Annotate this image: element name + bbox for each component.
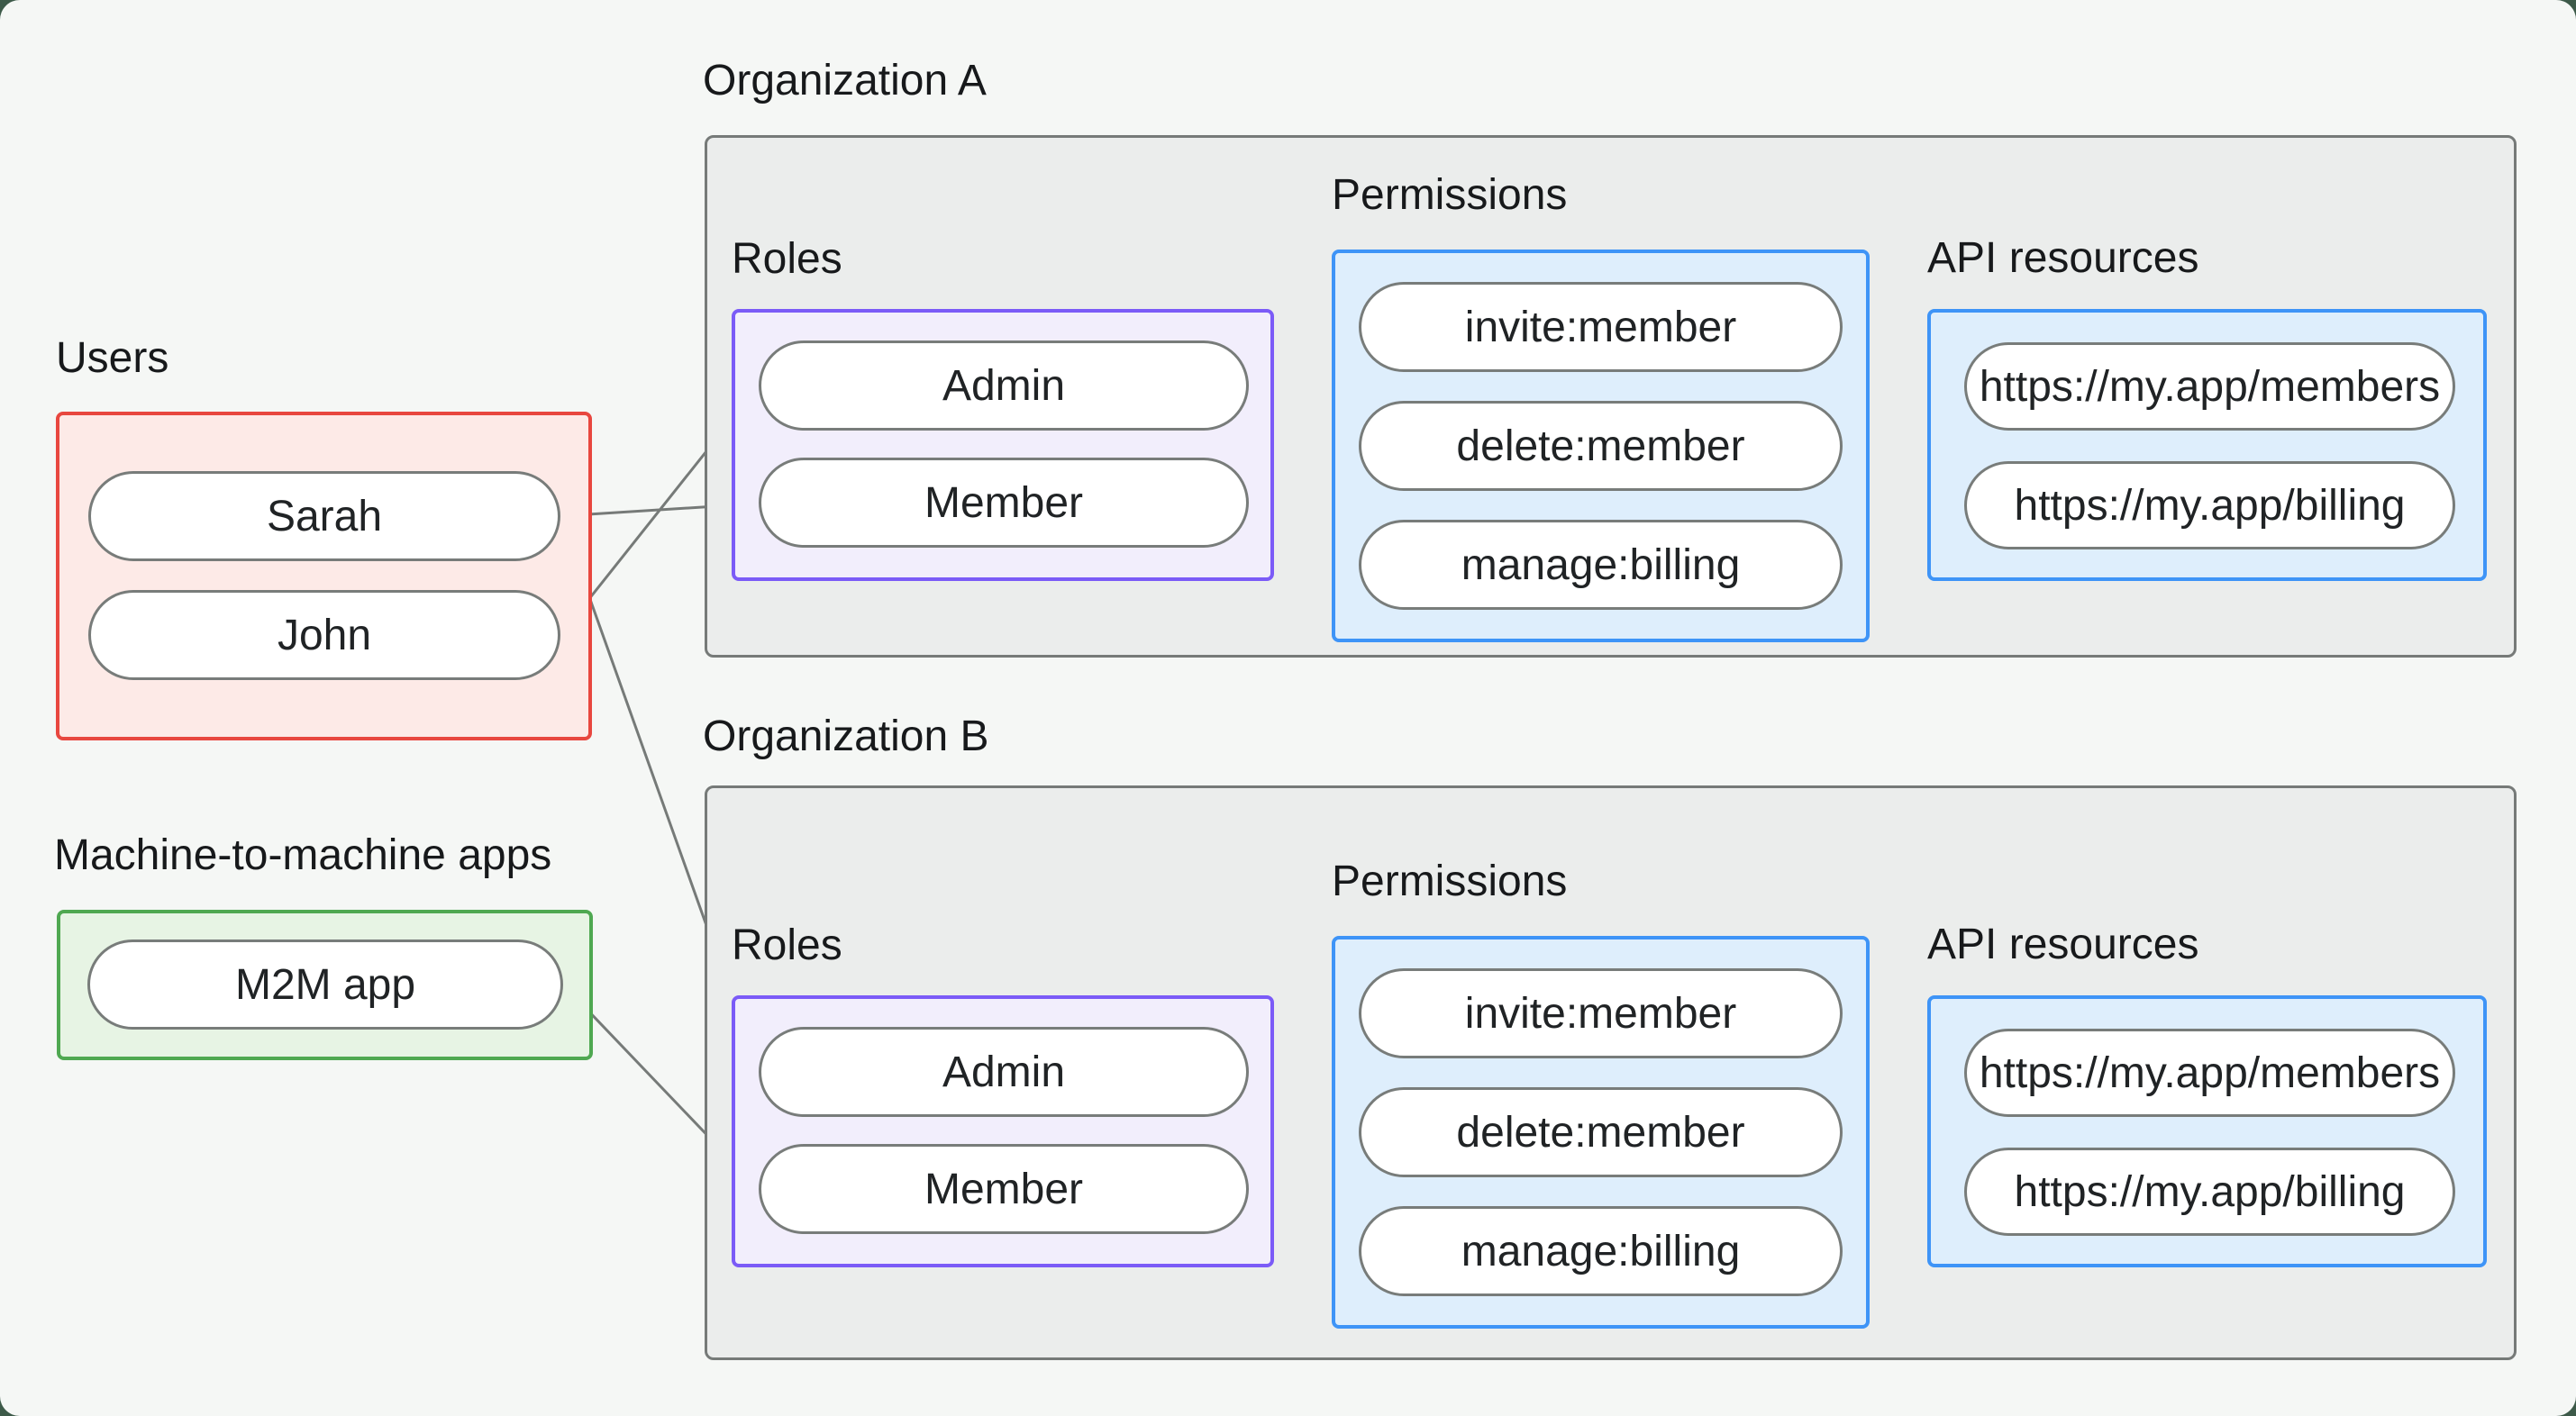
node-org-a-api-billing: https://my.app/billing [1964, 461, 2455, 549]
node-org-a-perm-manage: manage:billing [1359, 520, 1843, 610]
node-label: delete:member [1456, 422, 1745, 470]
node-org-b-perm-invite: invite:member [1359, 968, 1843, 1058]
org-a-permissions-label: Permissions [1332, 171, 1568, 219]
org-b-api-label: API resources [1927, 921, 2199, 968]
node-label: Admin [942, 1048, 1066, 1096]
node-label: https://my.app/members [1979, 1048, 2441, 1097]
node-label: invite:member [1464, 989, 1737, 1038]
node-user-sarah: Sarah [88, 471, 560, 561]
org-b-permissions-label: Permissions [1332, 858, 1568, 905]
node-org-b-api-billing: https://my.app/billing [1964, 1148, 2455, 1236]
users-label: Users [56, 334, 169, 382]
org-b-roles-label: Roles [732, 921, 842, 969]
node-label: manage:billing [1461, 540, 1741, 589]
node-label: Sarah [266, 492, 383, 540]
node-org-a-perm-delete: delete:member [1359, 401, 1843, 491]
m2m-label: Machine-to-machine apps [54, 831, 552, 879]
node-org-b-role-member: Member [759, 1144, 1249, 1234]
node-label: Member [924, 478, 1084, 527]
node-org-b-perm-manage: manage:billing [1359, 1206, 1843, 1296]
node-label: Member [924, 1165, 1084, 1213]
node-org-a-api-members: https://my.app/members [1964, 342, 2455, 431]
node-user-john: John [88, 590, 560, 680]
node-label: https://my.app/billing [2014, 1167, 2406, 1216]
node-m2m-app: M2M app [87, 939, 563, 1030]
node-label: delete:member [1456, 1108, 1745, 1157]
node-label: John [277, 611, 372, 659]
node-label: M2M app [234, 960, 416, 1009]
node-org-b-perm-delete: delete:member [1359, 1087, 1843, 1177]
users-group-box [56, 412, 592, 740]
node-label: invite:member [1464, 303, 1737, 351]
node-org-a-role-member: Member [759, 458, 1249, 548]
node-label: manage:billing [1461, 1227, 1741, 1275]
node-org-a-perm-invite: invite:member [1359, 282, 1843, 372]
org-a-api-label: API resources [1927, 234, 2199, 282]
org-a-roles-label: Roles [732, 235, 842, 283]
node-label: https://my.app/members [1979, 362, 2441, 411]
node-label: Admin [942, 361, 1066, 410]
node-org-b-role-admin: Admin [759, 1027, 1249, 1117]
node-org-b-api-members: https://my.app/members [1964, 1029, 2455, 1117]
org-b-title: Organization B [703, 713, 989, 760]
node-org-a-role-admin: Admin [759, 340, 1249, 431]
node-label: https://my.app/billing [2014, 481, 2406, 530]
org-a-title: Organization A [703, 57, 987, 104]
